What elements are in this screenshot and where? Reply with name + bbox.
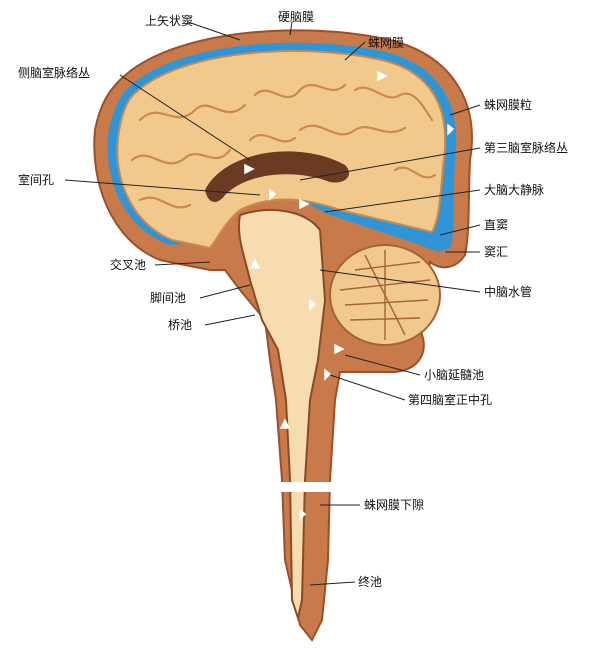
label-dura-mater: 硬脑膜: [278, 10, 314, 24]
label-arachnoid: 蛛网膜: [368, 36, 404, 50]
label-great-cerebral-vein: 大脑大静脉: [484, 183, 544, 197]
label-cerebral-aqueduct: 中脑水管: [484, 285, 532, 299]
cord-break: [270, 482, 340, 492]
label-confluence-of-sinuses: 窦汇: [484, 245, 508, 259]
label-pontine-cistern: 桥池: [168, 318, 192, 332]
label-terminal-cistern: 终池: [358, 575, 382, 589]
label-lateral-ventricle-choroid-plexus: 侧脑室脉络丛: [18, 66, 90, 80]
label-straight-sinus: 直窦: [484, 218, 508, 232]
label-interventricular-foramen: 室间孔: [18, 173, 54, 187]
label-third-ventricle-choroid-plexus: 第三脑室脉络丛: [484, 141, 568, 155]
label-subarachnoid-space: 蛛网膜下隙: [364, 498, 424, 512]
cerebellum: [330, 245, 440, 345]
label-interpeduncular-cistern: 脚间池: [150, 291, 186, 305]
label-arachnoid-granulations: 蛛网膜粒: [484, 98, 532, 112]
label-median-aperture: 第四脑室正中孔: [408, 393, 492, 407]
label-cerebellomedullary-cistern: 小脑延髓池: [424, 368, 484, 382]
label-superior-sagittal-sinus: 上矢状窦: [145, 14, 193, 28]
label-chiasmatic-cistern: 交叉池: [110, 258, 146, 272]
